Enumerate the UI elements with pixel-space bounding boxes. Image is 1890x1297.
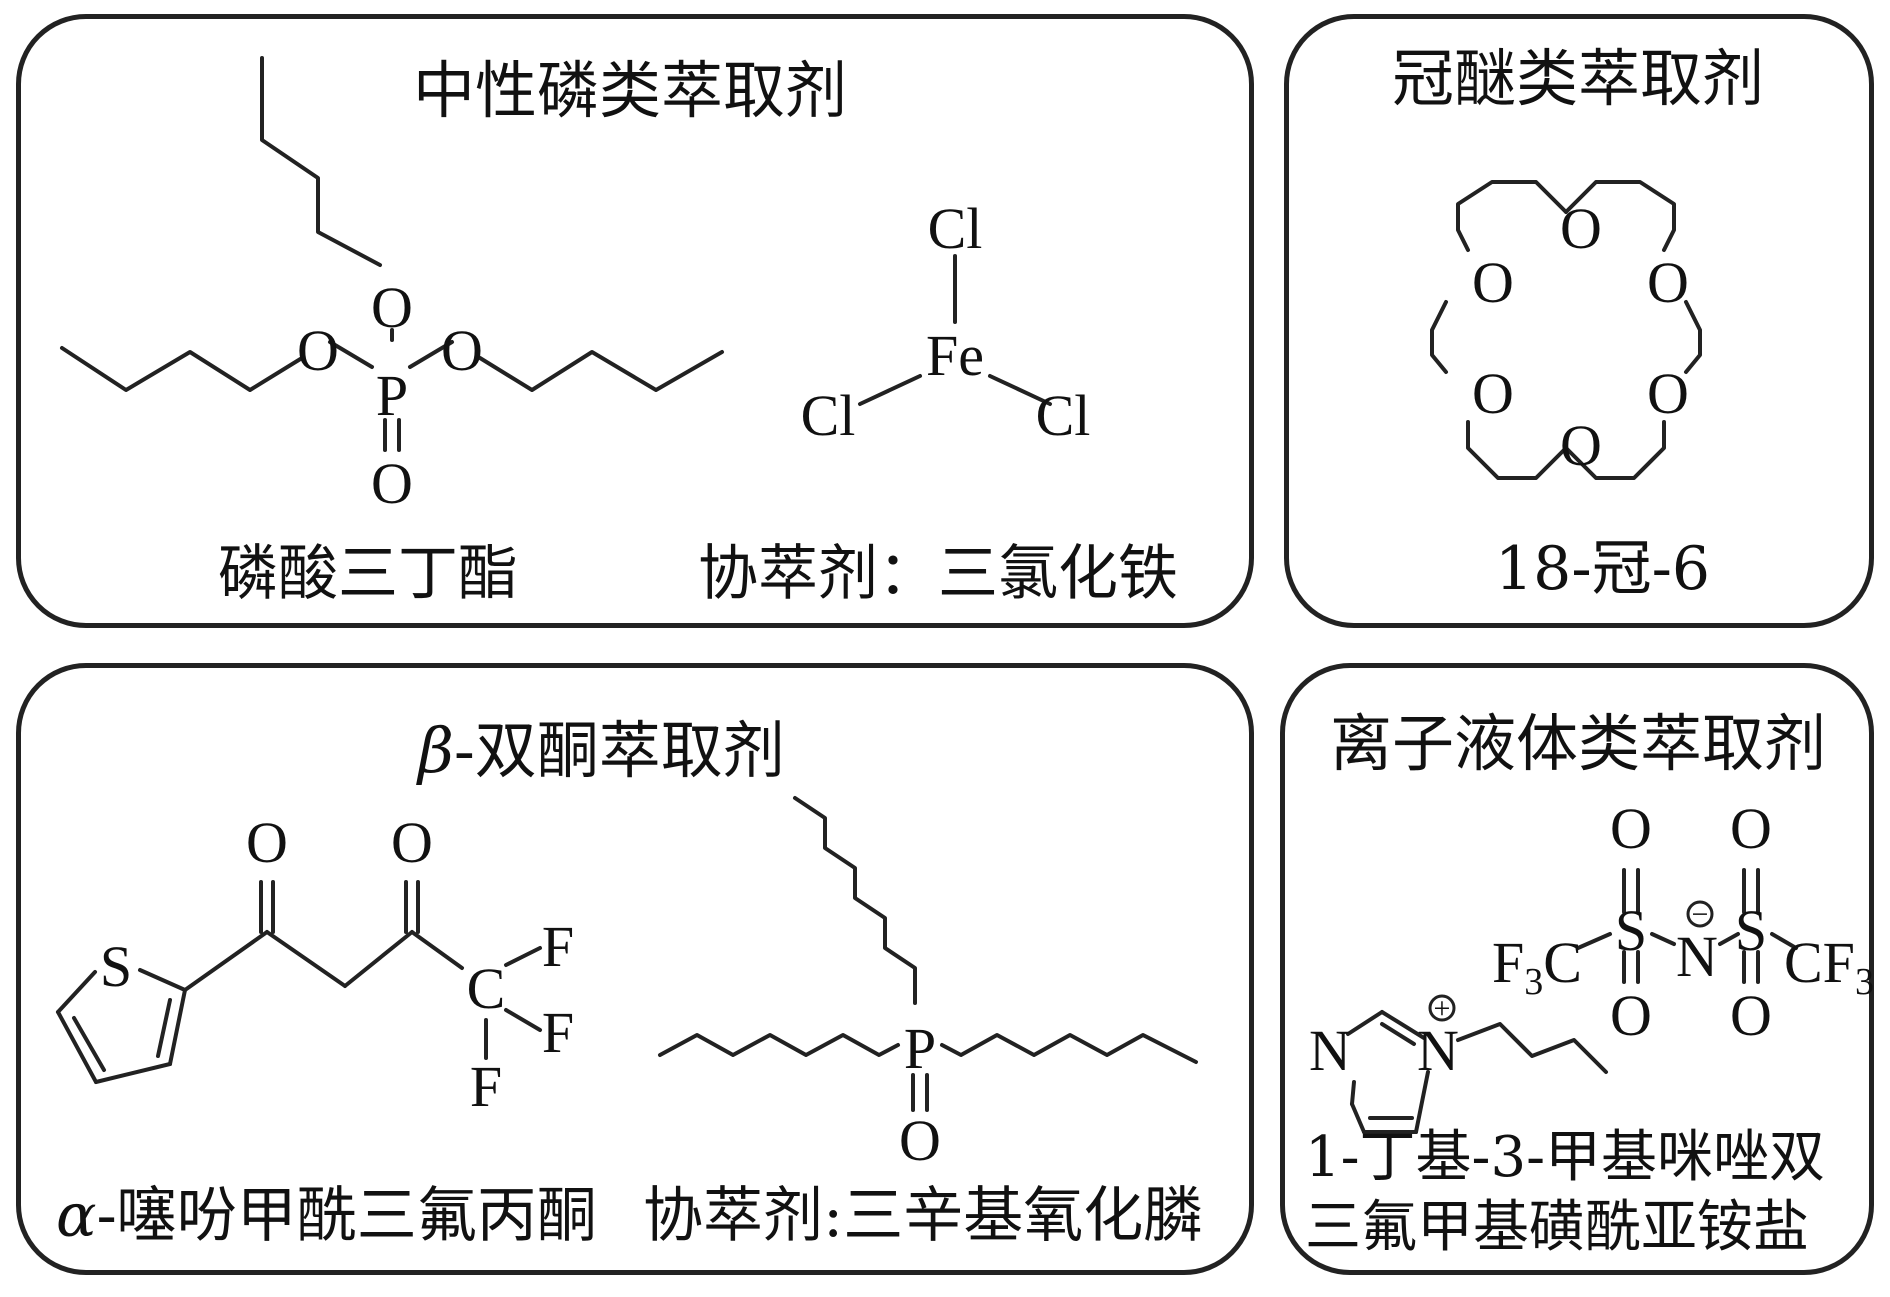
atom-o-3: O [1647, 250, 1689, 315]
group-cf3: CF3 [1784, 930, 1874, 1003]
compound-label-18-crown-6: 18-冠-6 [1495, 534, 1711, 604]
atom-o-2: O [1472, 250, 1514, 315]
atom-f-3: F [470, 1054, 502, 1119]
panel-neutral-phosphorus [16, 14, 1254, 628]
atom-o-s2-top: O [1730, 796, 1772, 861]
panel-beta-diketone [16, 663, 1254, 1275]
atom-cl-left: Cl [801, 383, 856, 448]
positive-charge-circle [1428, 994, 1456, 1022]
atom-n-anion: N [1676, 924, 1718, 989]
atom-o-s1-bottom: O [1610, 983, 1652, 1048]
atom-o-s1-top: O [1610, 796, 1652, 861]
panel-crown-ether [1284, 14, 1874, 628]
atom-o-s2-bottom: O [1730, 983, 1772, 1048]
atom-o-topo: O [899, 1108, 941, 1173]
panel-title-ionic-liquid: 离子液体类萃取剂 [1330, 707, 1827, 780]
atom-o-4: O [1472, 361, 1514, 426]
atom-p-topo: P [904, 1016, 936, 1081]
negative-charge-circle [1686, 900, 1714, 928]
panel-ionic-liquid [1280, 663, 1874, 1275]
atom-f-2: F [542, 1000, 574, 1065]
panel-title-neutral-phosphorus: 中性磷类萃取剂 [413, 54, 848, 127]
title-text-beta-diketone: -双酮萃取剂 [453, 714, 785, 787]
atom-o-5: O [1647, 361, 1689, 426]
atom-c-cf3: C [467, 956, 506, 1021]
atom-o-left: O [297, 318, 339, 383]
compound-label-tbp: 磷酸三丁酯 [218, 539, 518, 609]
atom-n-3: N [1417, 1018, 1459, 1083]
atom-o-ketone-1: O [246, 810, 288, 875]
cosolvent-label-fecl3: 协萃剂：三氯化铁 [698, 539, 1178, 609]
atom-f-1: F [542, 914, 574, 979]
compound-label-il-line1: 1-丁基-3-甲基咪唑双 [1305, 1125, 1826, 1190]
compound-greek-alpha: α [56, 1181, 97, 1251]
atom-o-1: O [1560, 196, 1602, 261]
compound-text-tta: -噻吩甲酰三氟丙酮 [96, 1181, 597, 1251]
atom-o-6: O [1560, 413, 1602, 478]
atom-cl-top: Cl [928, 196, 983, 261]
panel-title-beta-diketone: β-双酮萃取剂 [418, 700, 785, 790]
atom-s-2: S [1735, 898, 1767, 963]
compound-label-tta: α-噻吩甲酰三氟丙酮 [56, 1167, 597, 1254]
atom-p: P [376, 363, 408, 428]
atom-s-1: S [1615, 898, 1647, 963]
atom-o-ketone-2: O [391, 810, 433, 875]
atom-o-top: O [371, 275, 413, 340]
positive-charge-sign: + [1434, 992, 1451, 1025]
atom-n-1: N [1309, 1018, 1351, 1083]
cosolvent-label-topo: 协萃剂:三辛基氧化膦 [643, 1181, 1204, 1251]
atom-s: S [100, 934, 132, 999]
atom-o-right: O [441, 318, 483, 383]
title-greek-beta: β [418, 714, 454, 787]
group-f3c: F3C [1492, 930, 1582, 1003]
negative-charge-sign: − [1692, 898, 1709, 931]
atom-o-bottom: O [371, 451, 413, 516]
atom-fe: Fe [926, 323, 984, 388]
panel-title-crown-ether: 冠醚类萃取剂 [1392, 42, 1765, 115]
compound-label-il-line2: 三氟甲基磺酰亚铵盐 [1305, 1195, 1809, 1260]
atom-cl-right: Cl [1036, 383, 1091, 448]
